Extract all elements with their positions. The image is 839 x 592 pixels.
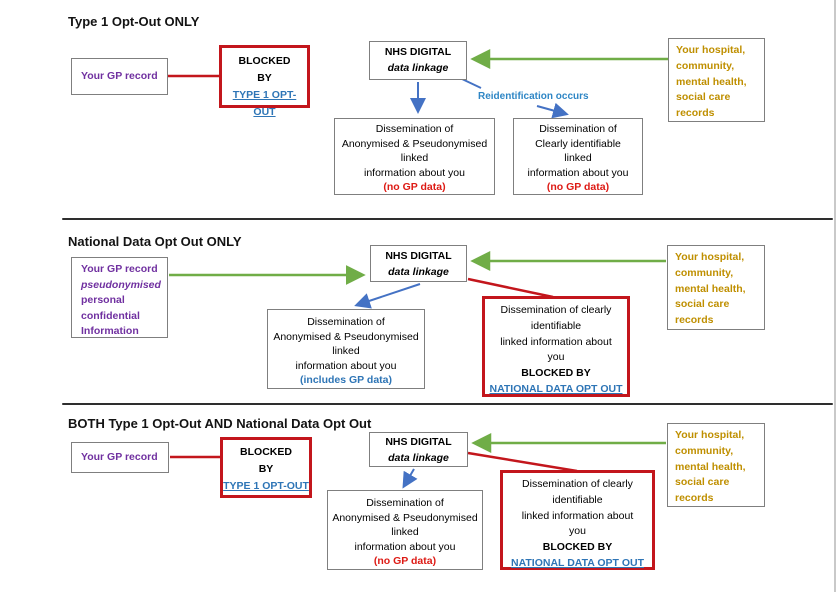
blocked-national-line: Dissemination of clearly [500, 304, 612, 316]
gp-record-box-s1: Your GP record [71, 58, 168, 95]
blocked-line: BY [258, 463, 274, 475]
blue-arrow-reidentification-s1 [536, 102, 569, 119]
blocked-by-label: BLOCKED BY [521, 367, 591, 380]
gp-record-line: confidential [81, 309, 140, 322]
dissemination-identifiable-box-s1: Dissemination of Clearly identifiable li… [513, 118, 643, 195]
no-gp-data-note: (no GP data) [546, 181, 610, 194]
national-data-optout-link-s2[interactable]: NATIONAL DATA OPT OUT [489, 382, 623, 395]
hospital-records-line: Your hospital, [676, 44, 746, 56]
dissemination-line: Clearly identifiable [535, 137, 621, 150]
blue-arrow-nhs-to-anon-s2 [354, 283, 421, 309]
hospital-records-box-s1: Your hospital, community, mental health,… [668, 38, 765, 122]
blocked-national-box-s3: Dissemination of clearly identifiable li… [500, 470, 655, 570]
hospital-records-line: community, [675, 266, 734, 279]
hospital-records-box-s3: Your hospital, community, mental health,… [667, 423, 765, 507]
blocked-national-line: linked information about [500, 335, 612, 348]
hospital-records-line: records [676, 107, 715, 120]
hospital-records-line: Your hospital, [675, 429, 745, 441]
dissemination-line: Anonymised & Pseudonymised [341, 137, 488, 150]
no-gp-data-note: (no GP data) [383, 181, 446, 194]
blocked-line: BY [257, 72, 272, 84]
gp-record-line: Information [81, 325, 139, 338]
no-gp-data-note: (no GP data) [373, 555, 437, 568]
hospital-records-line: mental health, [676, 75, 747, 88]
nhs-digital-label: NHS DIGITAL [384, 46, 452, 58]
dissemination-line: information about you [364, 166, 465, 179]
includes-gp-data-note: (includes GP data) [300, 374, 392, 387]
blocked-national-line: linked information about [521, 509, 634, 522]
blue-leader-reidentification-s1 [461, 78, 482, 89]
dissemination-line: linked [332, 345, 360, 358]
data-linkage-label: data linkage [388, 451, 449, 464]
dissemination-line: information about you [354, 540, 456, 553]
section-divider-2 [62, 403, 833, 405]
blue-arrow-nhs-to-anon-s3 [402, 468, 418, 489]
hospital-records-line: records [675, 492, 714, 505]
blocked-by-label: BLOCKED BY [542, 541, 613, 554]
gp-record-line: Your GP record [81, 263, 158, 275]
gp-record-box-s3: Your GP record [71, 442, 169, 473]
gp-record-line: personal [81, 294, 125, 307]
dissemination-line: Anonymised & Pseudonymised [273, 330, 419, 343]
hospital-records-line: Your hospital, [675, 251, 745, 263]
nhs-digital-label: NHS DIGITAL [385, 250, 452, 262]
type1-optout-link-s1[interactable]: TYPE 1 OPT-OUT [232, 89, 297, 118]
data-linkage-label: data linkage [387, 61, 449, 74]
dissemination-anonymised-box-s2: Dissemination of Anonymised & Pseudonymi… [267, 309, 425, 389]
section-title-both-optouts: BOTH Type 1 Opt-Out AND National Data Op… [68, 416, 372, 431]
blocked-type1-box-s3: BLOCKED BY TYPE 1 OPT-OUT [220, 437, 312, 498]
dissemination-anonymised-box-s3: Dissemination of Anonymised & Pseudonymi… [327, 490, 483, 570]
section-divider-1 [62, 218, 833, 220]
dissemination-line: linked [391, 526, 419, 539]
red-connector-nhs-to-blocked-s2 [467, 277, 554, 299]
dissemination-line: Dissemination of [539, 123, 617, 135]
gp-record-line: pseudonymised [81, 278, 161, 291]
gp-record-pseudonymised-box-s2: Your GP record pseudonymised personal co… [71, 257, 168, 338]
hospital-records-line: social care [675, 476, 730, 489]
data-linkage-label: data linkage [388, 265, 449, 278]
hospital-records-line: records [675, 314, 714, 327]
gp-record-label: Your GP record [81, 70, 158, 82]
nhs-digital-box-s1: NHS DIGITAL data linkage [369, 41, 467, 80]
dissemination-line: Dissemination of [307, 316, 385, 328]
blocked-line: BLOCKED [240, 446, 292, 458]
nhs-digital-box-s2: NHS DIGITAL data linkage [370, 245, 467, 282]
blocked-national-box-s2: Dissemination of clearly identifiable li… [482, 296, 630, 397]
blocked-type1-box-s1: BLOCKED BY TYPE 1 OPT-OUT [219, 45, 310, 118]
hospital-records-line: mental health, [675, 460, 746, 473]
reidentification-label: Reidentification occurs [478, 91, 589, 102]
dissemination-line: information about you [295, 359, 397, 372]
blocked-line: BLOCKED [238, 55, 291, 67]
national-data-optout-link-s3[interactable]: NATIONAL DATA OPT OUT [511, 556, 644, 569]
type1-optout-link-s3[interactable]: TYPE 1 OPT-OUT [223, 480, 309, 492]
blocked-national-line: identifiable [530, 319, 582, 332]
blocked-national-line: Dissemination of clearly [522, 478, 633, 490]
red-connector-nhs-to-blocked-s3 [467, 451, 578, 473]
section-title-type1-only: Type 1 Opt-Out ONLY [68, 14, 200, 29]
hospital-records-box-s2: Your hospital, community, mental health,… [667, 245, 765, 330]
dissemination-line: Dissemination of [375, 123, 454, 135]
hospital-records-line: community, [675, 444, 734, 457]
dissemination-line: linked [564, 152, 592, 165]
hospital-records-line: social care [675, 298, 730, 311]
dissemination-anonymised-box-s1: Dissemination of Anonymised & Pseudonymi… [334, 118, 495, 195]
nhs-digital-box-s3: NHS DIGITAL data linkage [369, 432, 468, 467]
gp-record-label: Your GP record [81, 451, 158, 463]
dissemination-line: Anonymised & Pseudonymised [332, 511, 478, 524]
page-right-edge [834, 0, 836, 592]
dissemination-line: information about you [527, 166, 629, 179]
blocked-national-line: identifiable [552, 493, 603, 506]
blocked-national-line: you [569, 525, 586, 538]
hospital-records-line: social care [676, 91, 731, 104]
nhs-digital-label: NHS DIGITAL [385, 436, 452, 448]
blocked-national-line: you [547, 351, 565, 364]
dissemination-line: linked [400, 152, 429, 165]
dissemination-line: Dissemination of [366, 497, 444, 509]
hospital-records-line: mental health, [675, 282, 746, 295]
hospital-records-line: community, [676, 59, 735, 72]
section-title-national-only: National Data Opt Out ONLY [68, 234, 242, 249]
